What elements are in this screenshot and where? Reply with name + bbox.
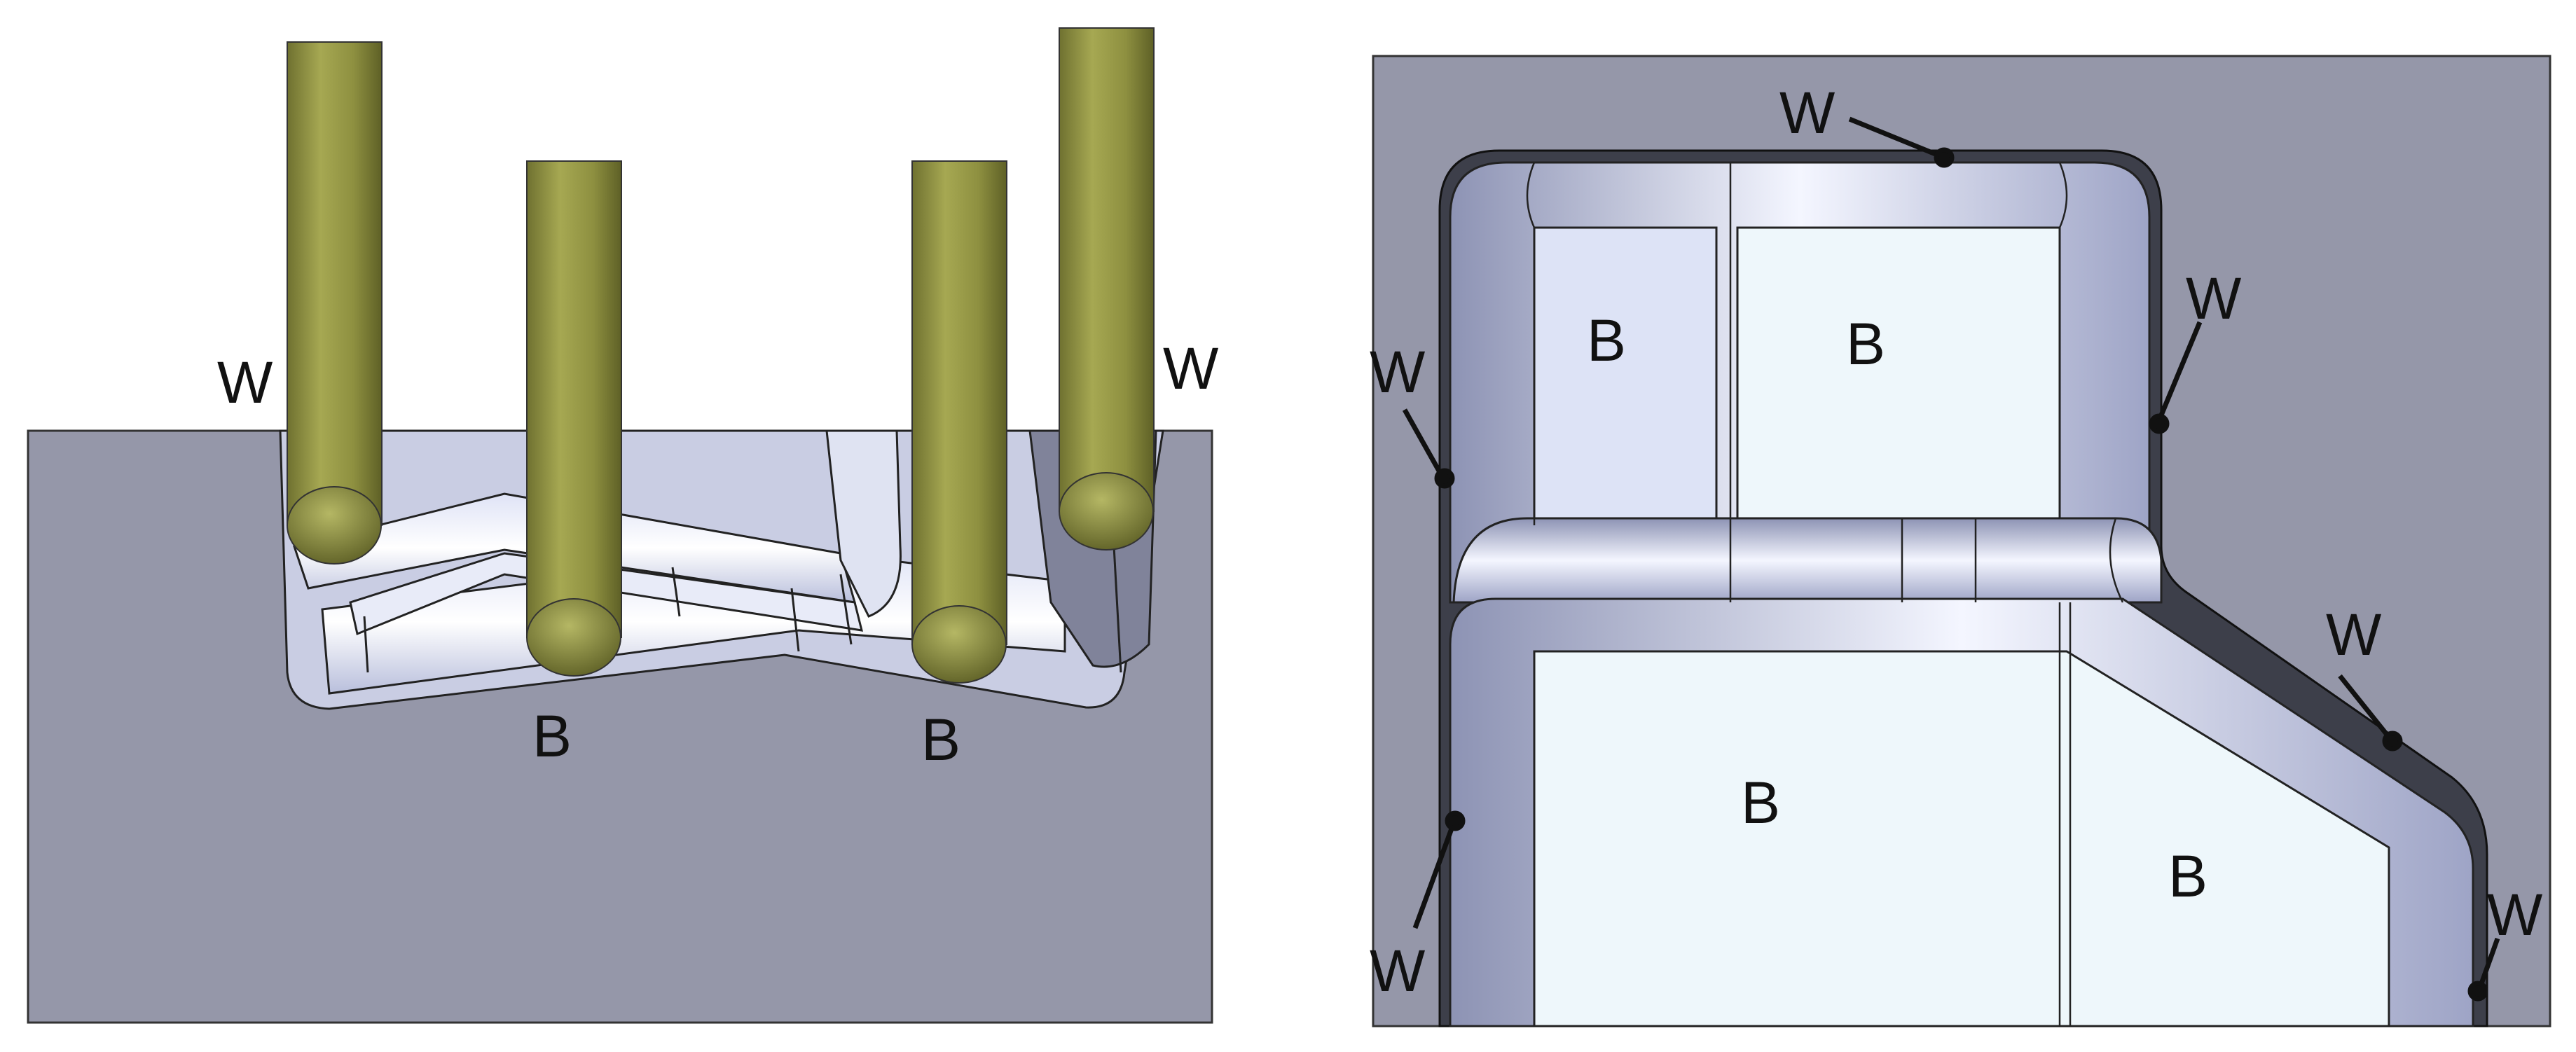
label-bottom-right-3: B [1741, 770, 1780, 836]
label-bottom-left-2: B [921, 707, 960, 773]
edge-lines [1526, 162, 2124, 1026]
label-bottom-right-1: B [1587, 307, 1626, 373]
label-wall-right-lower-left: W [1370, 938, 1425, 1004]
pocket-ridge [1452, 517, 2163, 604]
tool-4 [1059, 27, 1155, 551]
label-wall-right-upper: W [2186, 265, 2241, 331]
tool-1 [287, 41, 383, 565]
label-wall-right-lower-right: W [2487, 882, 2542, 948]
right-panel: W W W W W W B B B B [1370, 55, 2551, 1027]
leader-lines [1402, 116, 2500, 1002]
label-bottom-right-4: B [2168, 843, 2207, 909]
floor-lower [1533, 650, 2390, 1027]
left-panel: W W B B [27, 27, 1218, 1024]
tool-2 [526, 160, 622, 677]
floor-upper-left [1533, 226, 1718, 527]
label-bottom-left-1: B [532, 703, 572, 769]
label-bottom-right-2: B [1846, 311, 1885, 377]
label-wall-left-2: W [1163, 335, 1218, 401]
label-wall-right-left: W [1370, 339, 1425, 405]
label-wall-right-diagonal: W [2326, 602, 2381, 667]
label-wall-right-top: W [1779, 80, 1835, 146]
tool-3 [911, 160, 1007, 684]
label-wall-left-1: W [217, 349, 273, 415]
floor-upper-right [1736, 226, 2061, 527]
